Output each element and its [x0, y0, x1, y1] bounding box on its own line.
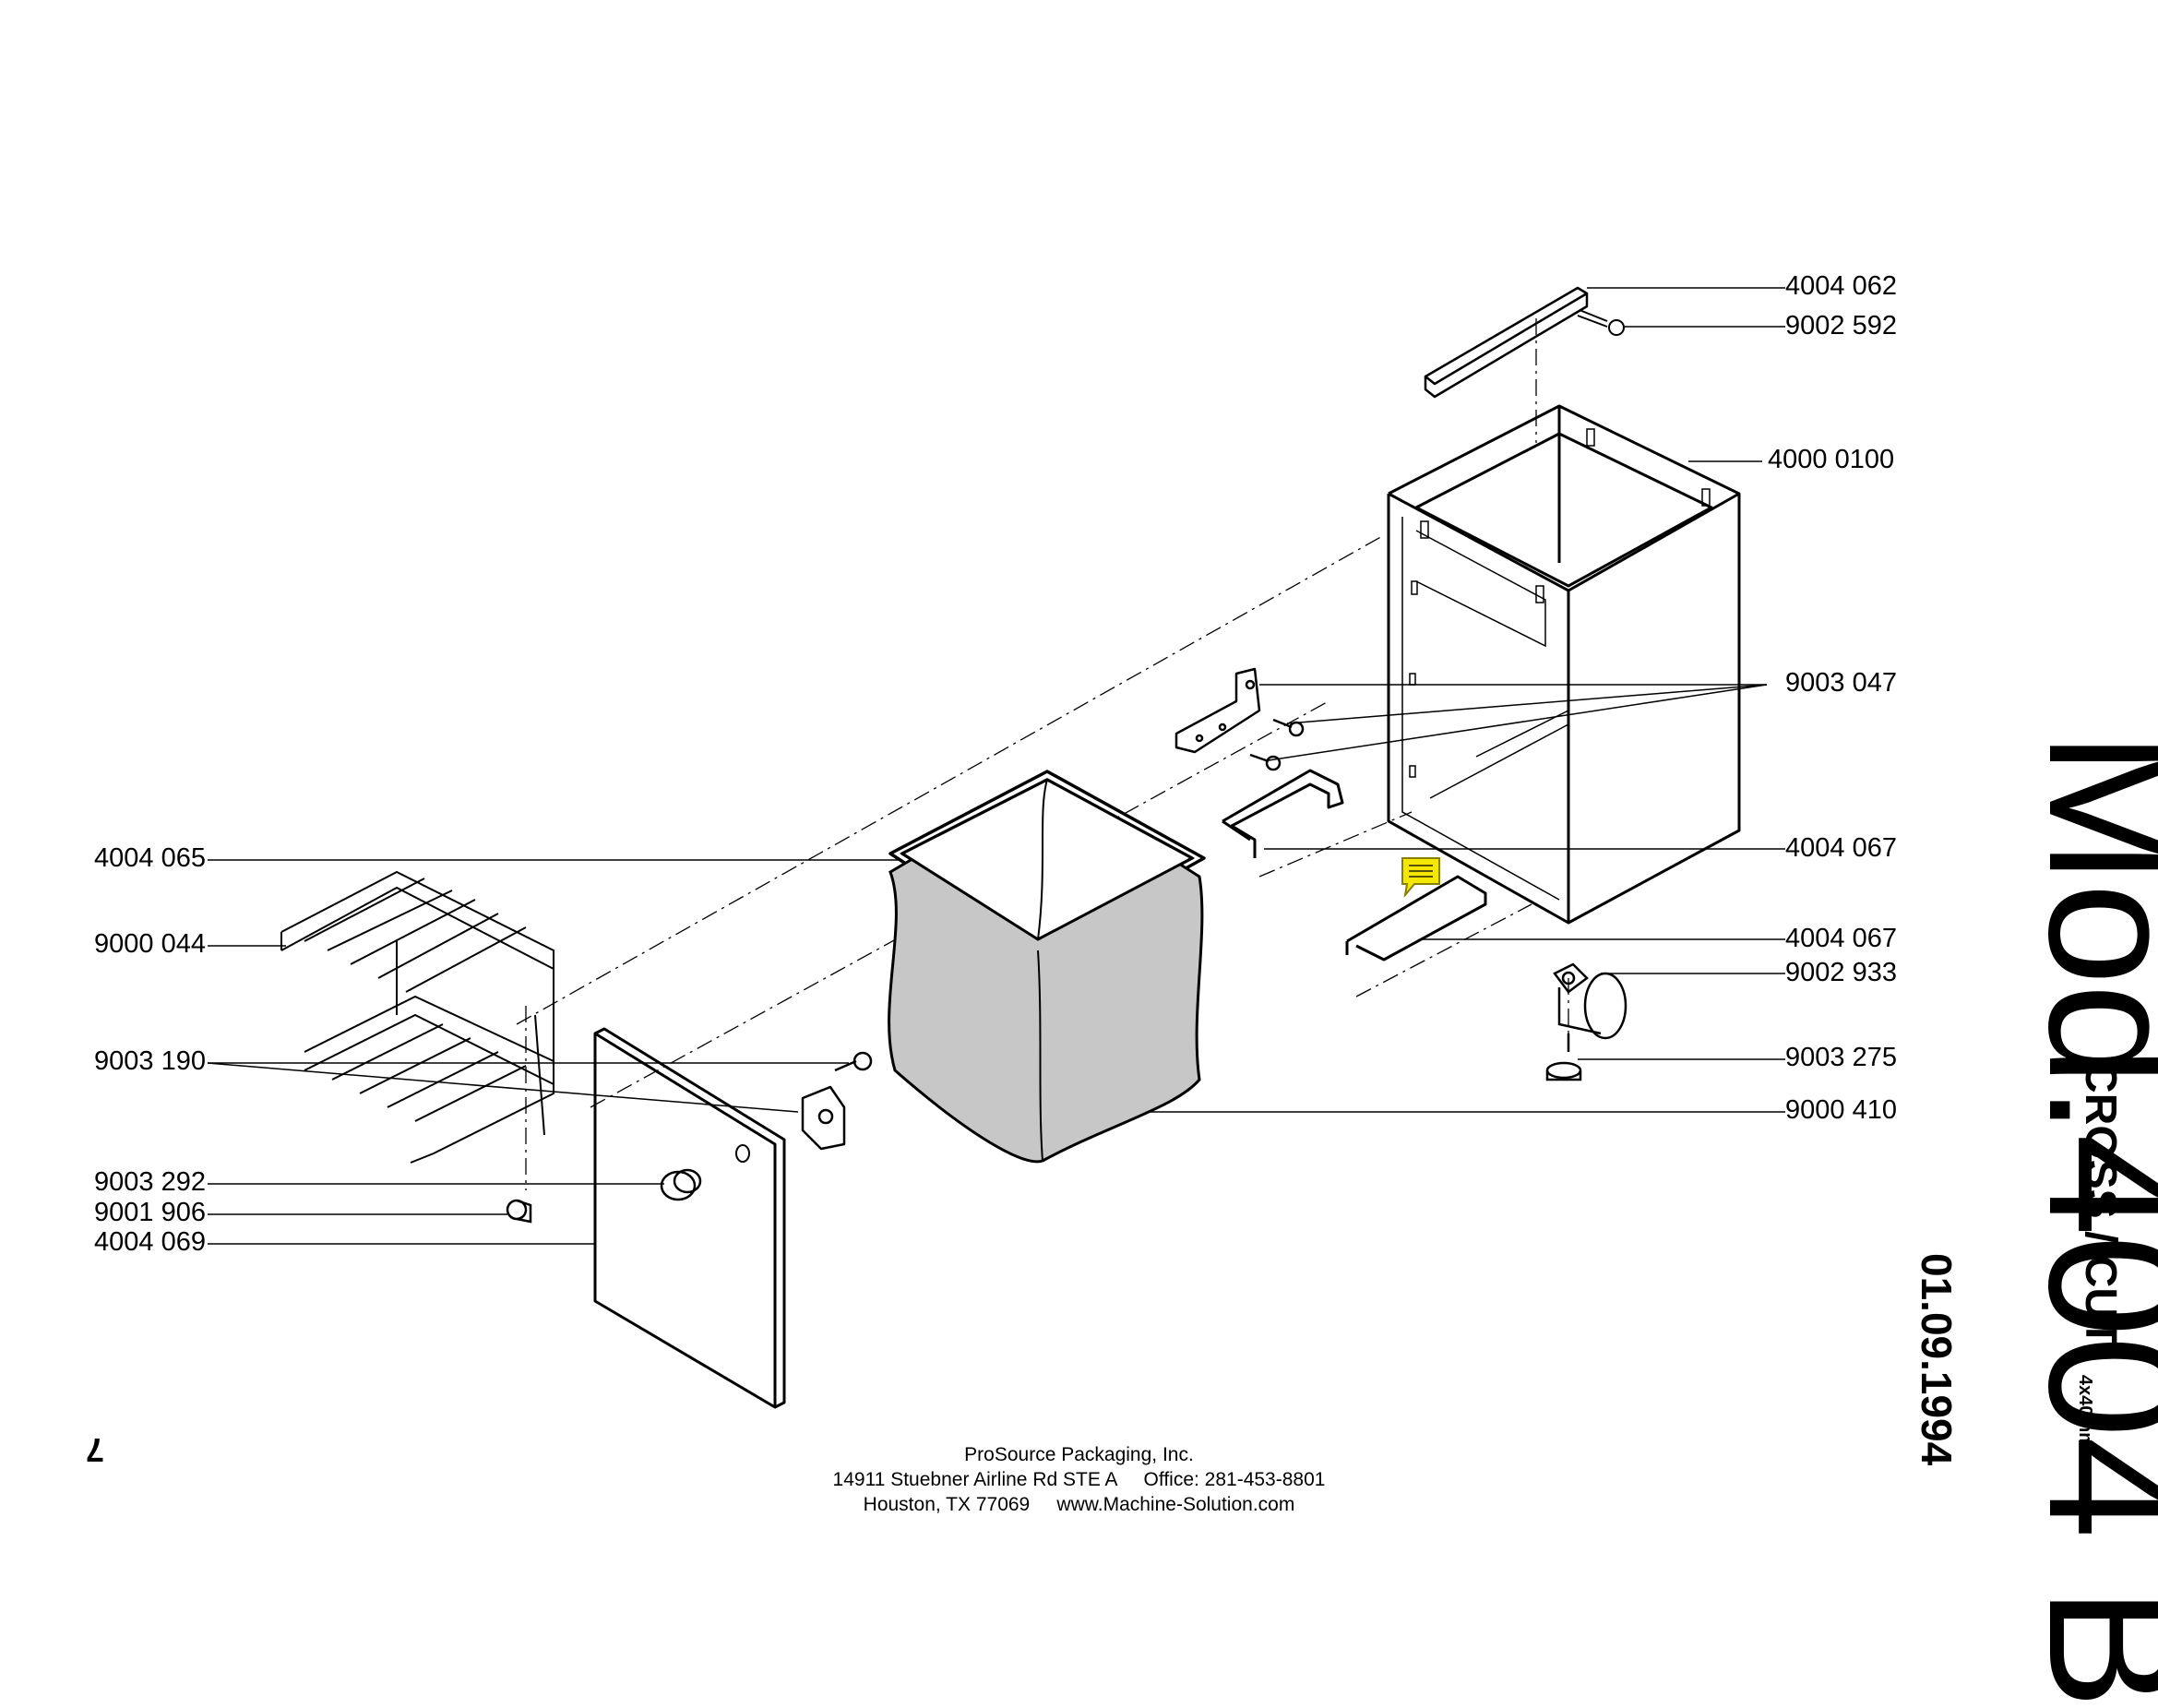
part-label-9003-190: 9003 190 — [94, 1046, 206, 1076]
exploded-parts-drawing — [207, 286, 1785, 1409]
comment-note-icon[interactable] — [1400, 856, 1442, 897]
part-label-9002-592: 9002 592 — [1785, 311, 1897, 340]
model-size: 4x40mm — [2075, 1375, 2095, 1450]
part-label-9003-275: 9003 275 — [1785, 1043, 1897, 1072]
part-label-4000-0100: 4000 0100 — [1768, 445, 1895, 474]
part-label-4004-067-lower: 4004 067 — [1785, 924, 1897, 953]
model-date: 01.09.1994 — [1913, 1253, 1961, 1466]
part-label-9003-047: 9003 047 — [1785, 668, 1897, 698]
part-label-4004-065: 4004 065 — [94, 843, 206, 873]
part-label-9002-933: 9002 933 — [1785, 958, 1897, 987]
part-label-9000-044: 9000 044 — [94, 929, 206, 959]
parts-diagram-page: 4004 062 9002 592 4000 0100 9003 047 400… — [86, 271, 2158, 1708]
part-label-9000-410: 9000 410 — [1785, 1095, 1897, 1125]
footer-city: Houston, TX 77069 www.Machine-Solution.c… — [863, 1494, 1295, 1515]
footer-company: ProSource Packaging, Inc. — [964, 1444, 1194, 1465]
part-label-4004-069: 4004 069 — [94, 1227, 206, 1257]
model-variant: CROSS / CUT — [2076, 1061, 2125, 1347]
part-label-9003-292: 9003 292 — [94, 1167, 206, 1197]
part-label-4004-062: 4004 062 — [1785, 271, 1897, 301]
part-label-9001-906: 9001 906 — [94, 1198, 206, 1227]
part-label-4004-067-upper: 4004 067 — [1785, 833, 1897, 863]
footer-address: 14911 Stuebner Airline Rd STE A Office: … — [832, 1469, 1326, 1490]
